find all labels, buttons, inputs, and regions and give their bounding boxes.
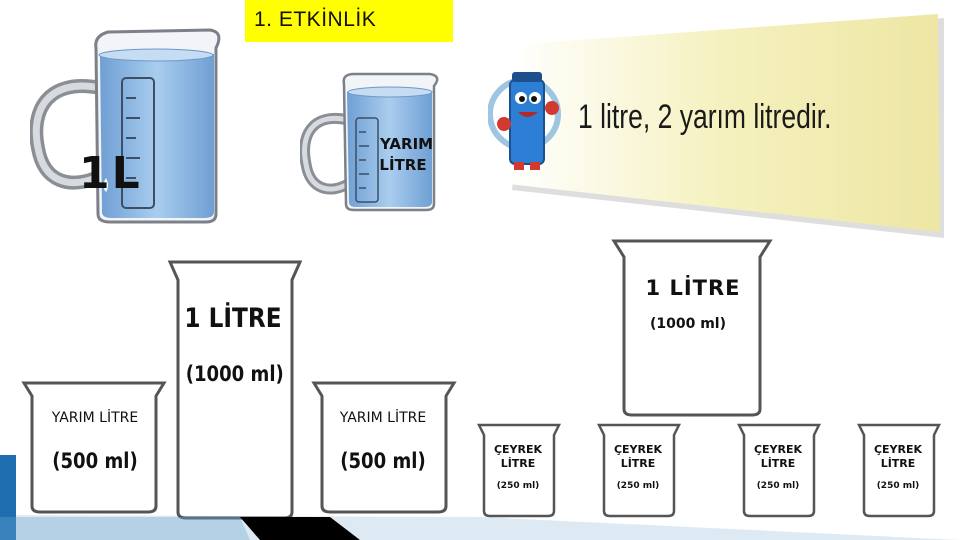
right-big-beaker-sub: (1000 ml) <box>618 316 758 332</box>
bottom-decorative-strip <box>0 455 960 540</box>
mascot-icon <box>496 64 566 174</box>
banner-text: 1 litre, 2 yarım litredir. <box>578 98 831 137</box>
half-beaker-right-label: YARIM LİTRE <box>318 410 448 426</box>
right-big-beaker-label: 1 LİTRE <box>618 276 768 300</box>
activity-title: 1. ETKİNLİK <box>254 8 376 32</box>
big-beaker-sub: (1000 ml) <box>186 362 281 386</box>
big-mug-label: 1L <box>79 148 142 199</box>
small-mug-label-line2: LİTRE <box>378 156 428 174</box>
half-beaker-left-label: YARIM LİTRE <box>30 410 160 426</box>
big-beaker-label: 1 LİTRE <box>173 303 293 334</box>
small-mug-label-line1: YARIM <box>380 135 430 153</box>
